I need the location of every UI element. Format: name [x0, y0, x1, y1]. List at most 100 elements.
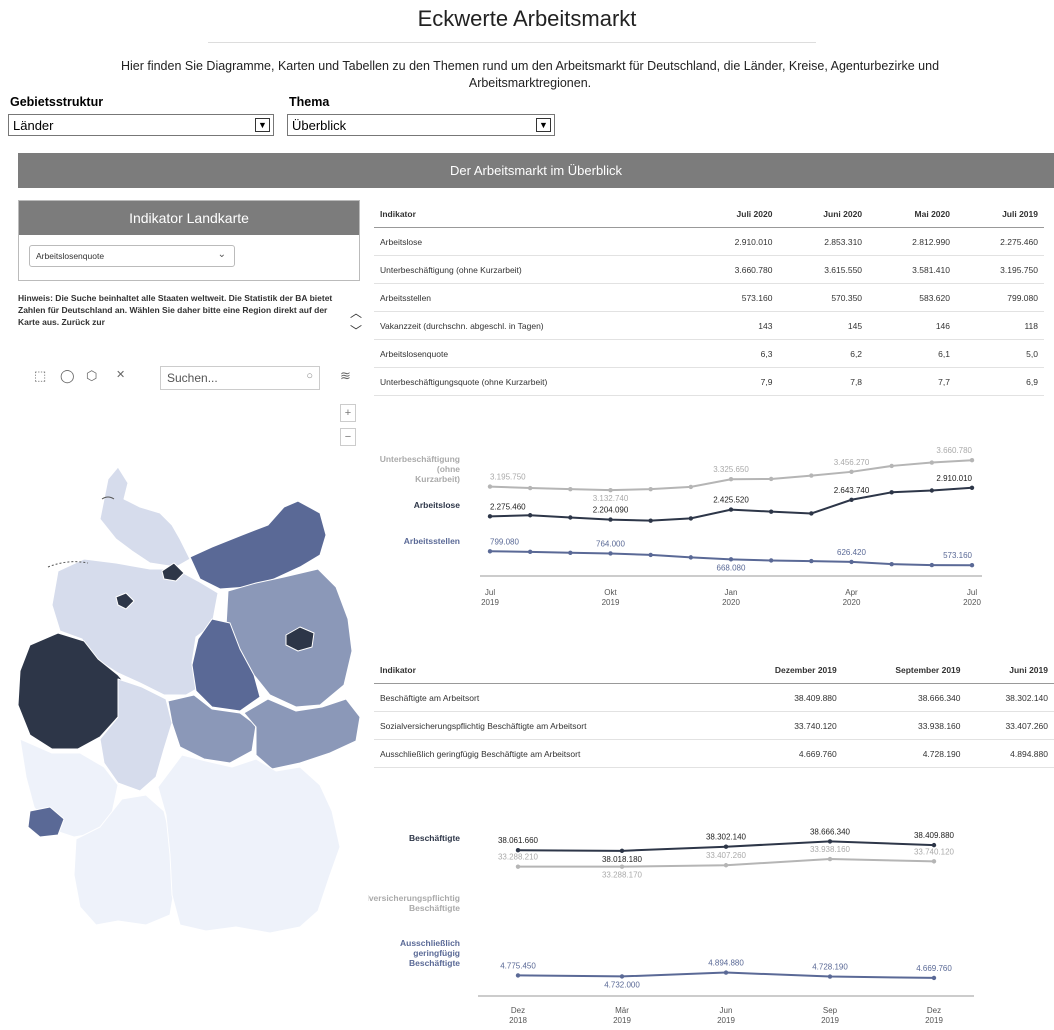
region-saarland[interactable]: [27, 806, 65, 838]
data-label: 33.288.210: [498, 853, 539, 862]
intro-line-2: Arbeitsmarktregionen.: [468, 76, 592, 90]
region-thueringen[interactable]: [167, 694, 257, 764]
table-header-row: Indikator Juli 2020 Juni 2020 Mai 2020 J…: [374, 200, 1044, 228]
layers-icon[interactable]: ≋: [340, 368, 351, 383]
data-point: [827, 856, 833, 862]
region-hamburg[interactable]: [161, 562, 185, 582]
series-label: Ausschließlich: [400, 938, 460, 948]
region-schleswig-holstein[interactable]: [99, 466, 191, 568]
zoom-in-label: +: [344, 407, 352, 419]
data-point: [728, 507, 734, 512]
employment-chart: 38.061.66038.018.18038.302.14038.666.340…: [368, 827, 974, 1025]
zoom-out-button[interactable]: −: [340, 428, 356, 446]
title-divider: [208, 42, 816, 43]
table-row: Unterbeschäftigung (ohne Kurzarbeit)3.66…: [374, 255, 1044, 284]
zoom-in-button[interactable]: +: [340, 404, 356, 422]
data-point: [728, 477, 734, 482]
cell-value: 6,1: [868, 339, 956, 368]
scroll-down-icon[interactable]: ﹀: [350, 324, 363, 338]
select-polygon-icon[interactable]: ⬡: [86, 368, 98, 383]
data-point: [969, 485, 975, 490]
data-point: [931, 975, 937, 981]
x-tick-label: 2019: [821, 1016, 839, 1025]
cell-value: 3.581.410: [868, 255, 956, 284]
data-label: 3.132.740: [593, 494, 629, 503]
region-hessen[interactable]: [99, 678, 173, 792]
region-sachsen-anhalt[interactable]: [191, 618, 261, 712]
data-point: [515, 847, 521, 853]
data-point: [809, 511, 814, 516]
col-header: Juli 2020: [690, 200, 779, 228]
data-label: 2.910.010: [936, 474, 972, 483]
hint-text: Hinweis: Die Suche beinhaltet alle Staat…: [18, 293, 333, 327]
cell-value: 799.080: [956, 283, 1044, 312]
data-point: [768, 558, 774, 563]
x-tick-label: Mär: [615, 1006, 629, 1015]
data-label: 4.728.190: [812, 963, 848, 972]
chevron-down-icon[interactable]: ▼: [255, 118, 270, 132]
cell-value: 6,2: [778, 339, 869, 368]
region-sachsen[interactable]: [243, 698, 361, 770]
region-mecklenburg-vorpommern[interactable]: [189, 500, 327, 590]
region-nordrhein-westfalen[interactable]: [17, 632, 133, 750]
data-label: 2.275.460: [490, 502, 526, 511]
cell-value: 7,8: [778, 367, 869, 396]
region-bremen[interactable]: [115, 592, 135, 610]
zoom-out-label: −: [344, 431, 352, 443]
row-label: Arbeitslosenquote: [374, 339, 691, 368]
overview-table: Indikator Juli 2020 Juni 2020 Mai 2020 J…: [374, 200, 1044, 396]
table-row: Unterbeschäftigungsquote (ohne Kurzarbei…: [374, 367, 1044, 396]
data-point: [527, 485, 533, 491]
scroll-up-icon[interactable]: ︿: [350, 306, 363, 320]
series-label: Arbeitsstellen: [404, 536, 460, 546]
series-label: Beschäftigte: [409, 833, 460, 843]
cell-value: 2.812.990: [868, 227, 956, 256]
select-circle-icon[interactable]: ◯: [60, 368, 75, 383]
gebiet-select[interactable]: Länder ▼: [8, 114, 274, 136]
series-label: (ohne: [437, 464, 460, 474]
cell-value: 583.620: [868, 283, 956, 312]
row-label: Ausschließlich geringfügig Beschäftigte …: [374, 739, 725, 768]
cell-value: 573.160: [690, 283, 779, 312]
series-label: Kurzarbeit): [415, 474, 460, 484]
indicator-panel-title: Indikator Landkarte: [19, 201, 359, 235]
data-point: [608, 551, 613, 556]
table-row: Vakanzzeit (durchschn. abgeschl. in Tage…: [374, 311, 1044, 340]
data-label: 33.938.160: [810, 845, 851, 854]
data-label: 2.643.740: [834, 486, 870, 495]
data-point: [849, 559, 854, 565]
region-bayern[interactable]: [157, 754, 341, 934]
data-point: [723, 970, 729, 975]
employment-table: Indikator Dezember 2019 September 2019 J…: [374, 656, 1054, 768]
cell-value: 33.938.160: [842, 711, 967, 740]
region-berlin[interactable]: [285, 626, 315, 652]
x-tick-label: Okt: [604, 588, 617, 597]
cell-value: 145: [778, 311, 869, 340]
series-label: Unterbeschäftigung: [380, 454, 460, 464]
thema-select[interactable]: Überblick ▼: [287, 114, 555, 136]
cell-value: 38.302.140: [966, 683, 1054, 712]
row-label: Unterbeschäftigungsquote (ohne Kurzarbei…: [374, 367, 691, 396]
indicator-panel: Indikator Landkarte Arbeitslosenquote ⌄: [18, 200, 360, 281]
row-label: Sozialversicherungspflichtig Beschäftigt…: [374, 711, 725, 740]
data-point: [619, 848, 625, 854]
clear-selection-icon[interactable]: ✕: [116, 369, 126, 381]
chevron-down-icon[interactable]: ▼: [536, 118, 551, 132]
series-label: Arbeitslose: [414, 500, 461, 510]
row-label: Beschäftigte am Arbeitsort: [374, 683, 725, 712]
table-header-row: Indikator Dezember 2019 September 2019 J…: [374, 656, 1054, 684]
data-label: 33.740.120: [914, 847, 955, 856]
data-point: [608, 487, 613, 493]
indicator-select-value: Arbeitslosenquote: [36, 251, 105, 261]
search-icon[interactable]: ○: [306, 370, 313, 382]
data-label: 3.325.650: [713, 465, 749, 474]
data-label: 2.425.520: [713, 496, 749, 505]
data-point: [515, 864, 521, 869]
cell-value: 3.615.550: [778, 255, 869, 284]
section-banner: Der Arbeitsmarkt im Überblick: [18, 153, 1054, 188]
cell-value: 2.275.460: [956, 227, 1044, 256]
indicator-select[interactable]: Arbeitslosenquote ⌄: [29, 245, 235, 267]
map-search-input[interactable]: Suchen... ○: [160, 366, 320, 390]
select-rectangle-icon[interactable]: ⬚: [34, 368, 47, 383]
